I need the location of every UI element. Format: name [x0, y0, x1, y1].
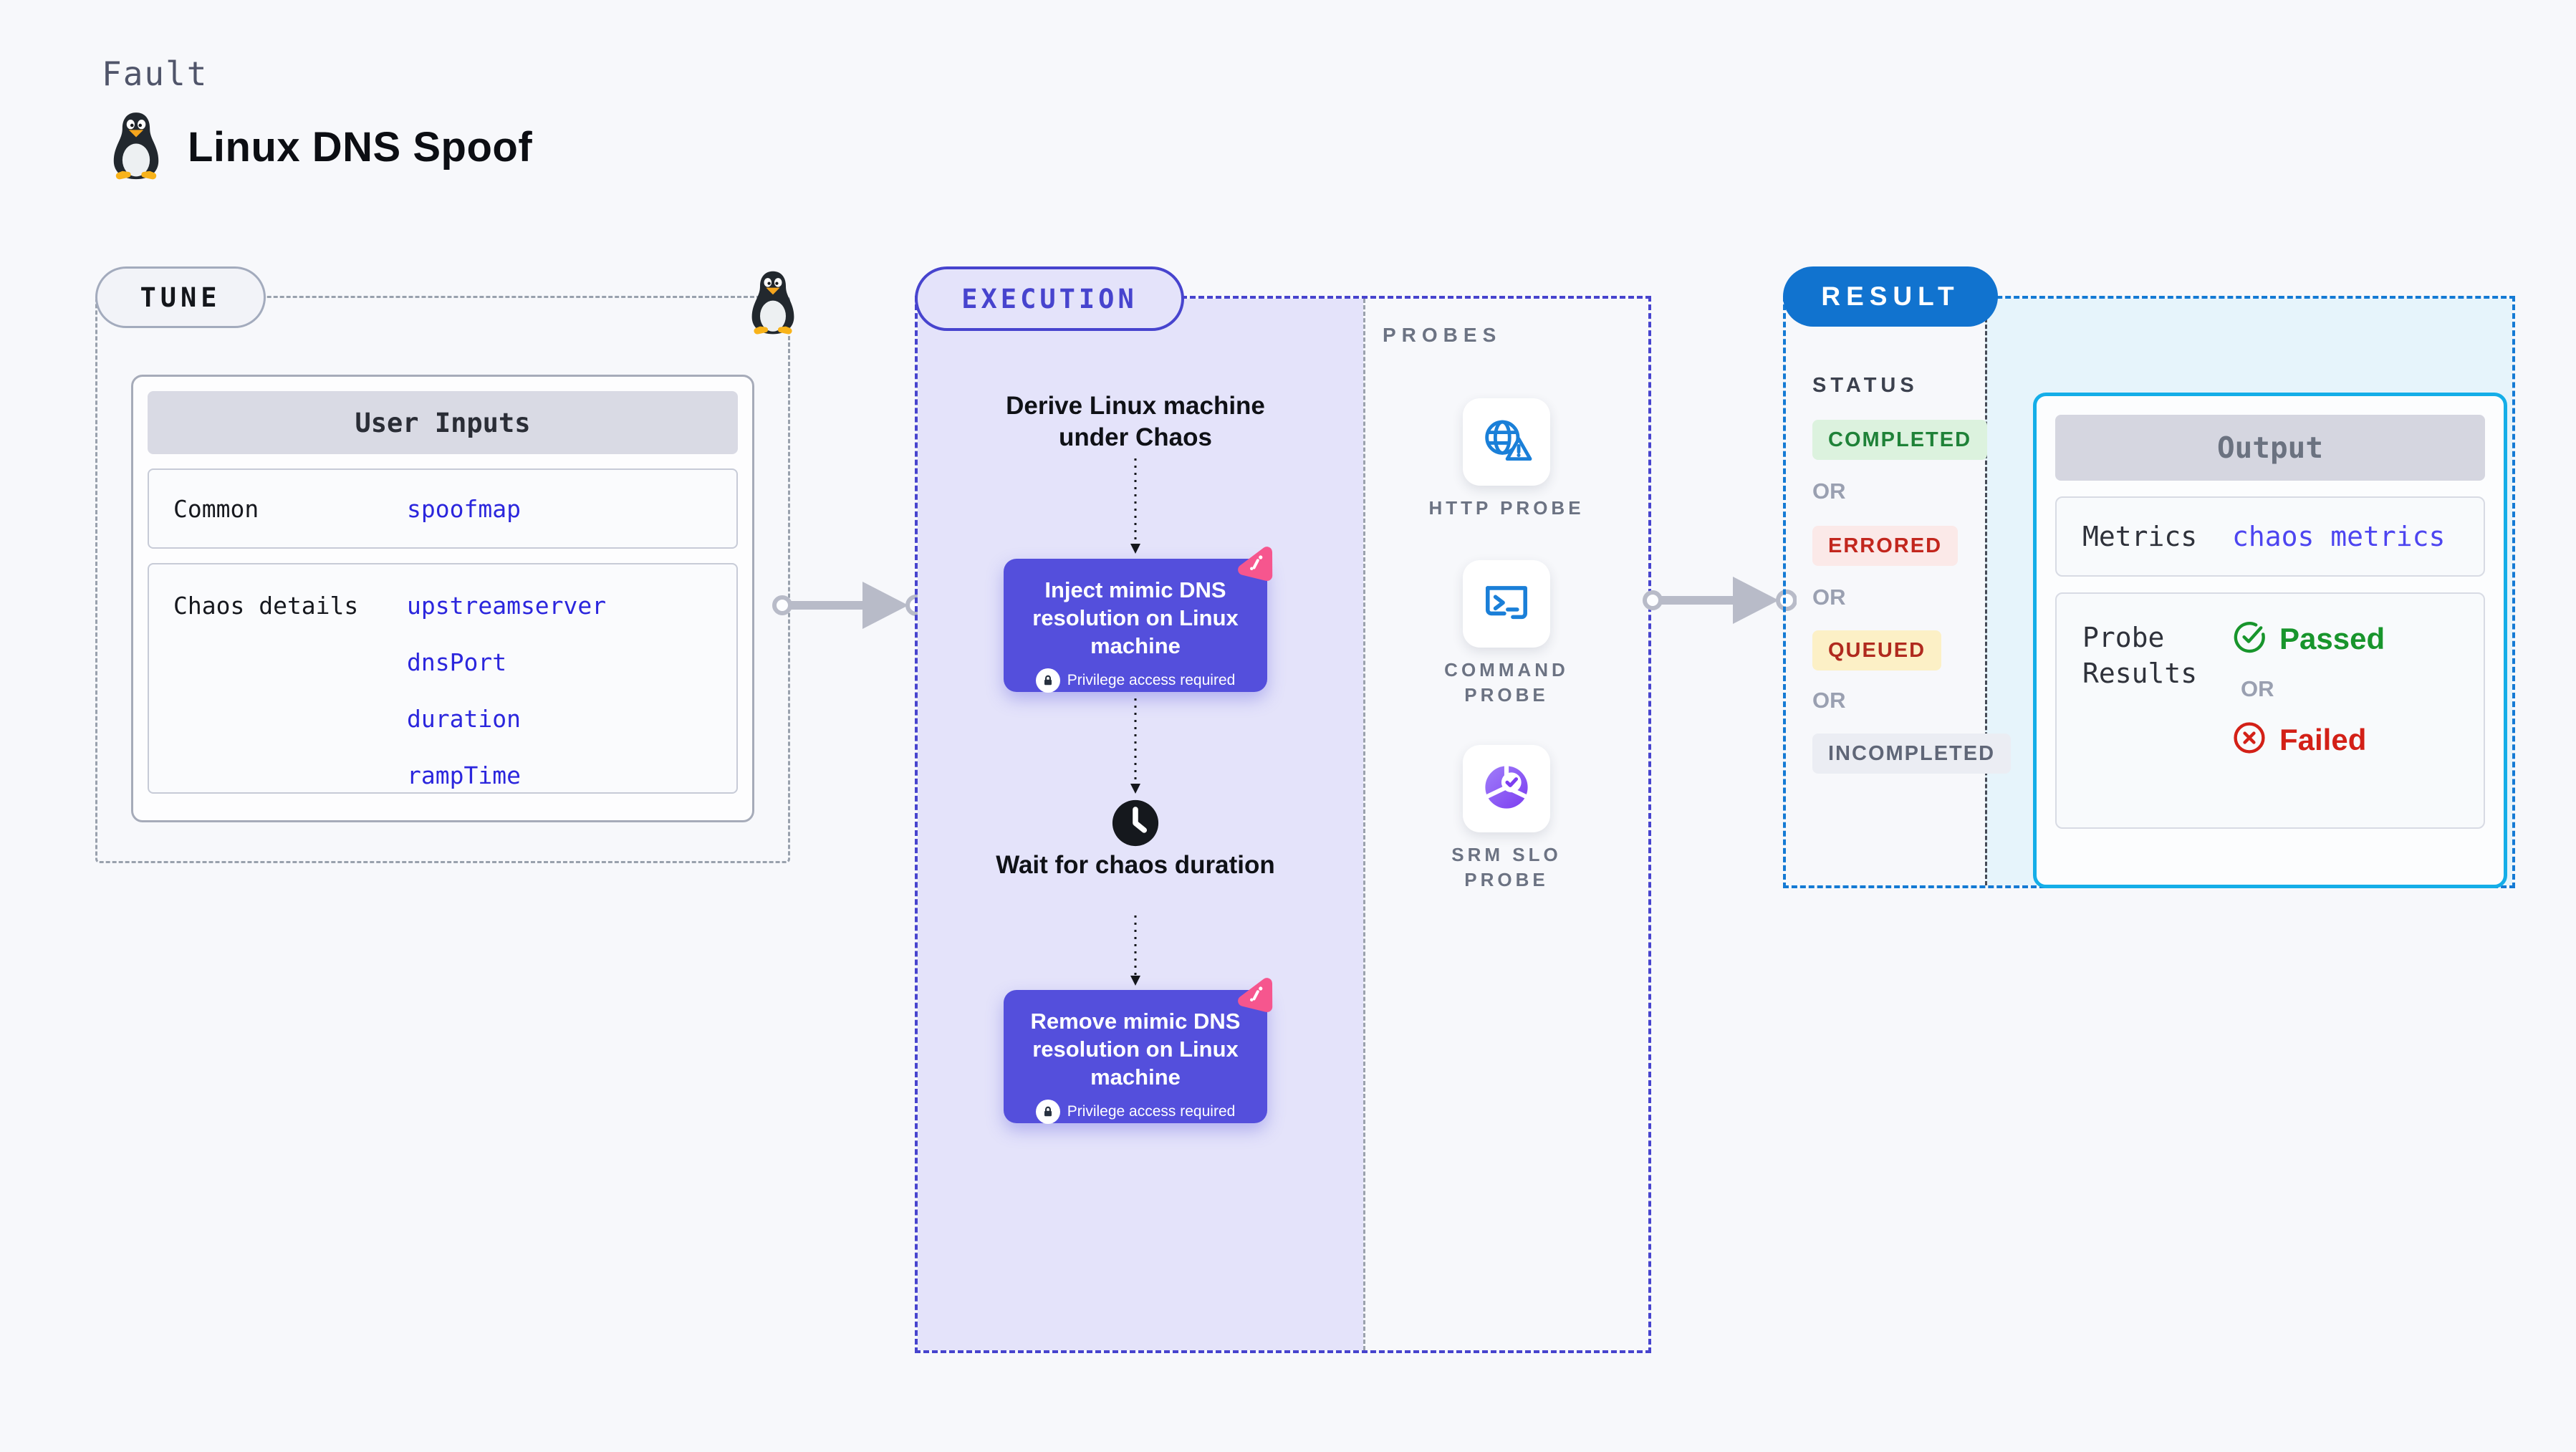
http-probe-card — [1463, 398, 1550, 486]
probes-section-label: PROBES — [1383, 324, 1502, 346]
metrics-row: Metrics chaos metrics — [2055, 496, 2485, 577]
status-section-label: STATUS — [1812, 374, 1918, 397]
or-separator: OR — [1812, 585, 1846, 610]
passed-result-line: Passed — [2232, 620, 2385, 658]
user-inputs-card: User Inputs Common spoofmap Chaos detail… — [131, 375, 754, 822]
dotted-arrow-down-icon — [1130, 915, 1140, 986]
clock-icon — [1110, 798, 1160, 852]
input-value: rampTime — [407, 761, 521, 789]
tux-penguin-icon — [106, 109, 166, 186]
lock-icon — [1035, 668, 1060, 693]
metrics-value: chaos metrics — [2232, 521, 2446, 552]
probe-results-row: Probe Results Passed OR — [2055, 592, 2485, 829]
input-row-common: Common spoofmap — [148, 468, 738, 549]
passed-label: Passed — [2279, 621, 2385, 655]
http-probe-label: HTTP PROBE — [1428, 497, 1585, 519]
terminal-icon — [1480, 576, 1533, 633]
privilege-note-row: Privilege access required — [1004, 668, 1267, 693]
metrics-label: Metrics — [2082, 521, 2198, 552]
lock-icon — [1035, 1100, 1060, 1124]
litmus-chaos-icon — [1234, 540, 1279, 590]
inject-node-title: Inject mimic DNS resolution on Linux mac… — [1032, 577, 1239, 658]
page-title: Linux DNS Spoof — [188, 124, 533, 170]
derive-step-label: Derive Linux machine under Chaos — [1006, 392, 1265, 451]
remove-node-title: Remove mimic DNS resolution on Linux mac… — [1030, 1009, 1241, 1090]
globe-alert-icon — [1480, 414, 1533, 471]
command-probe-card — [1463, 560, 1550, 648]
arrow-right-icon — [772, 582, 926, 629]
fault-kind-label: Fault — [102, 54, 208, 93]
input-value: spoofmap — [407, 494, 521, 523]
dotted-arrow-down-icon — [1130, 698, 1140, 794]
x-circle-icon — [2232, 721, 2267, 759]
srm-slo-probe-label: SRM SLO PROBE — [1451, 844, 1562, 890]
or-separator: OR — [1812, 688, 1846, 713]
donut-check-icon — [1480, 761, 1533, 817]
remove-dns-node: Remove mimic DNS resolution on Linux mac… — [1004, 990, 1267, 1124]
probes-area — [1363, 299, 1648, 1350]
privilege-note: Privilege access required — [1067, 1103, 1236, 1120]
tune-section — [95, 296, 790, 863]
status-badge-completed: COMPLETED — [1812, 420, 1988, 460]
arrow-right-icon — [1643, 577, 1797, 624]
result-badge: RESULT — [1783, 266, 1998, 327]
status-badge-incompleted: INCOMPLETED — [1812, 734, 2012, 774]
probe-results-label: Probe Results — [2082, 622, 2198, 689]
status-badge-queued: QUEUED — [1812, 630, 1942, 670]
input-value: upstreamserver — [407, 592, 607, 620]
failed-result-line: Failed — [2232, 721, 2385, 759]
tune-badge: TUNE — [95, 266, 266, 328]
output-header: Output — [2055, 415, 2485, 481]
input-row-chaos-details: Chaos details upstreamserver dnsPort dur… — [148, 563, 738, 794]
status-badge-errored: ERRORED — [1812, 526, 1959, 566]
user-inputs-header: User Inputs — [148, 391, 738, 454]
srm-slo-probe-card — [1463, 745, 1550, 832]
input-row-label: Common — [173, 494, 259, 523]
page-header: Linux DNS Spoof — [106, 109, 532, 186]
input-value: dnsPort — [407, 648, 507, 676]
or-separator: OR — [1812, 479, 1846, 504]
privilege-note-row: Privilege access required — [1004, 1100, 1267, 1124]
execution-badge: EXECUTION — [915, 266, 1184, 331]
or-separator: OR — [2241, 676, 2274, 701]
dotted-arrow-down-icon — [1130, 458, 1140, 554]
tux-penguin-small-icon — [745, 268, 801, 340]
check-circle-icon — [2232, 620, 2267, 658]
litmus-chaos-icon — [1234, 971, 1279, 1021]
output-card: Output Metrics chaos metrics Probe Resul… — [2033, 393, 2507, 888]
input-row-label: Chaos details — [173, 592, 359, 620]
command-probe-label: COMMAND PROBE — [1444, 659, 1569, 706]
privilege-note: Privilege access required — [1067, 672, 1236, 688]
failed-label: Failed — [2279, 722, 2367, 756]
input-value: duration — [407, 705, 521, 733]
inject-dns-node: Inject mimic DNS resolution on Linux mac… — [1004, 559, 1267, 693]
wait-step-label: Wait for chaos duration — [996, 851, 1275, 879]
